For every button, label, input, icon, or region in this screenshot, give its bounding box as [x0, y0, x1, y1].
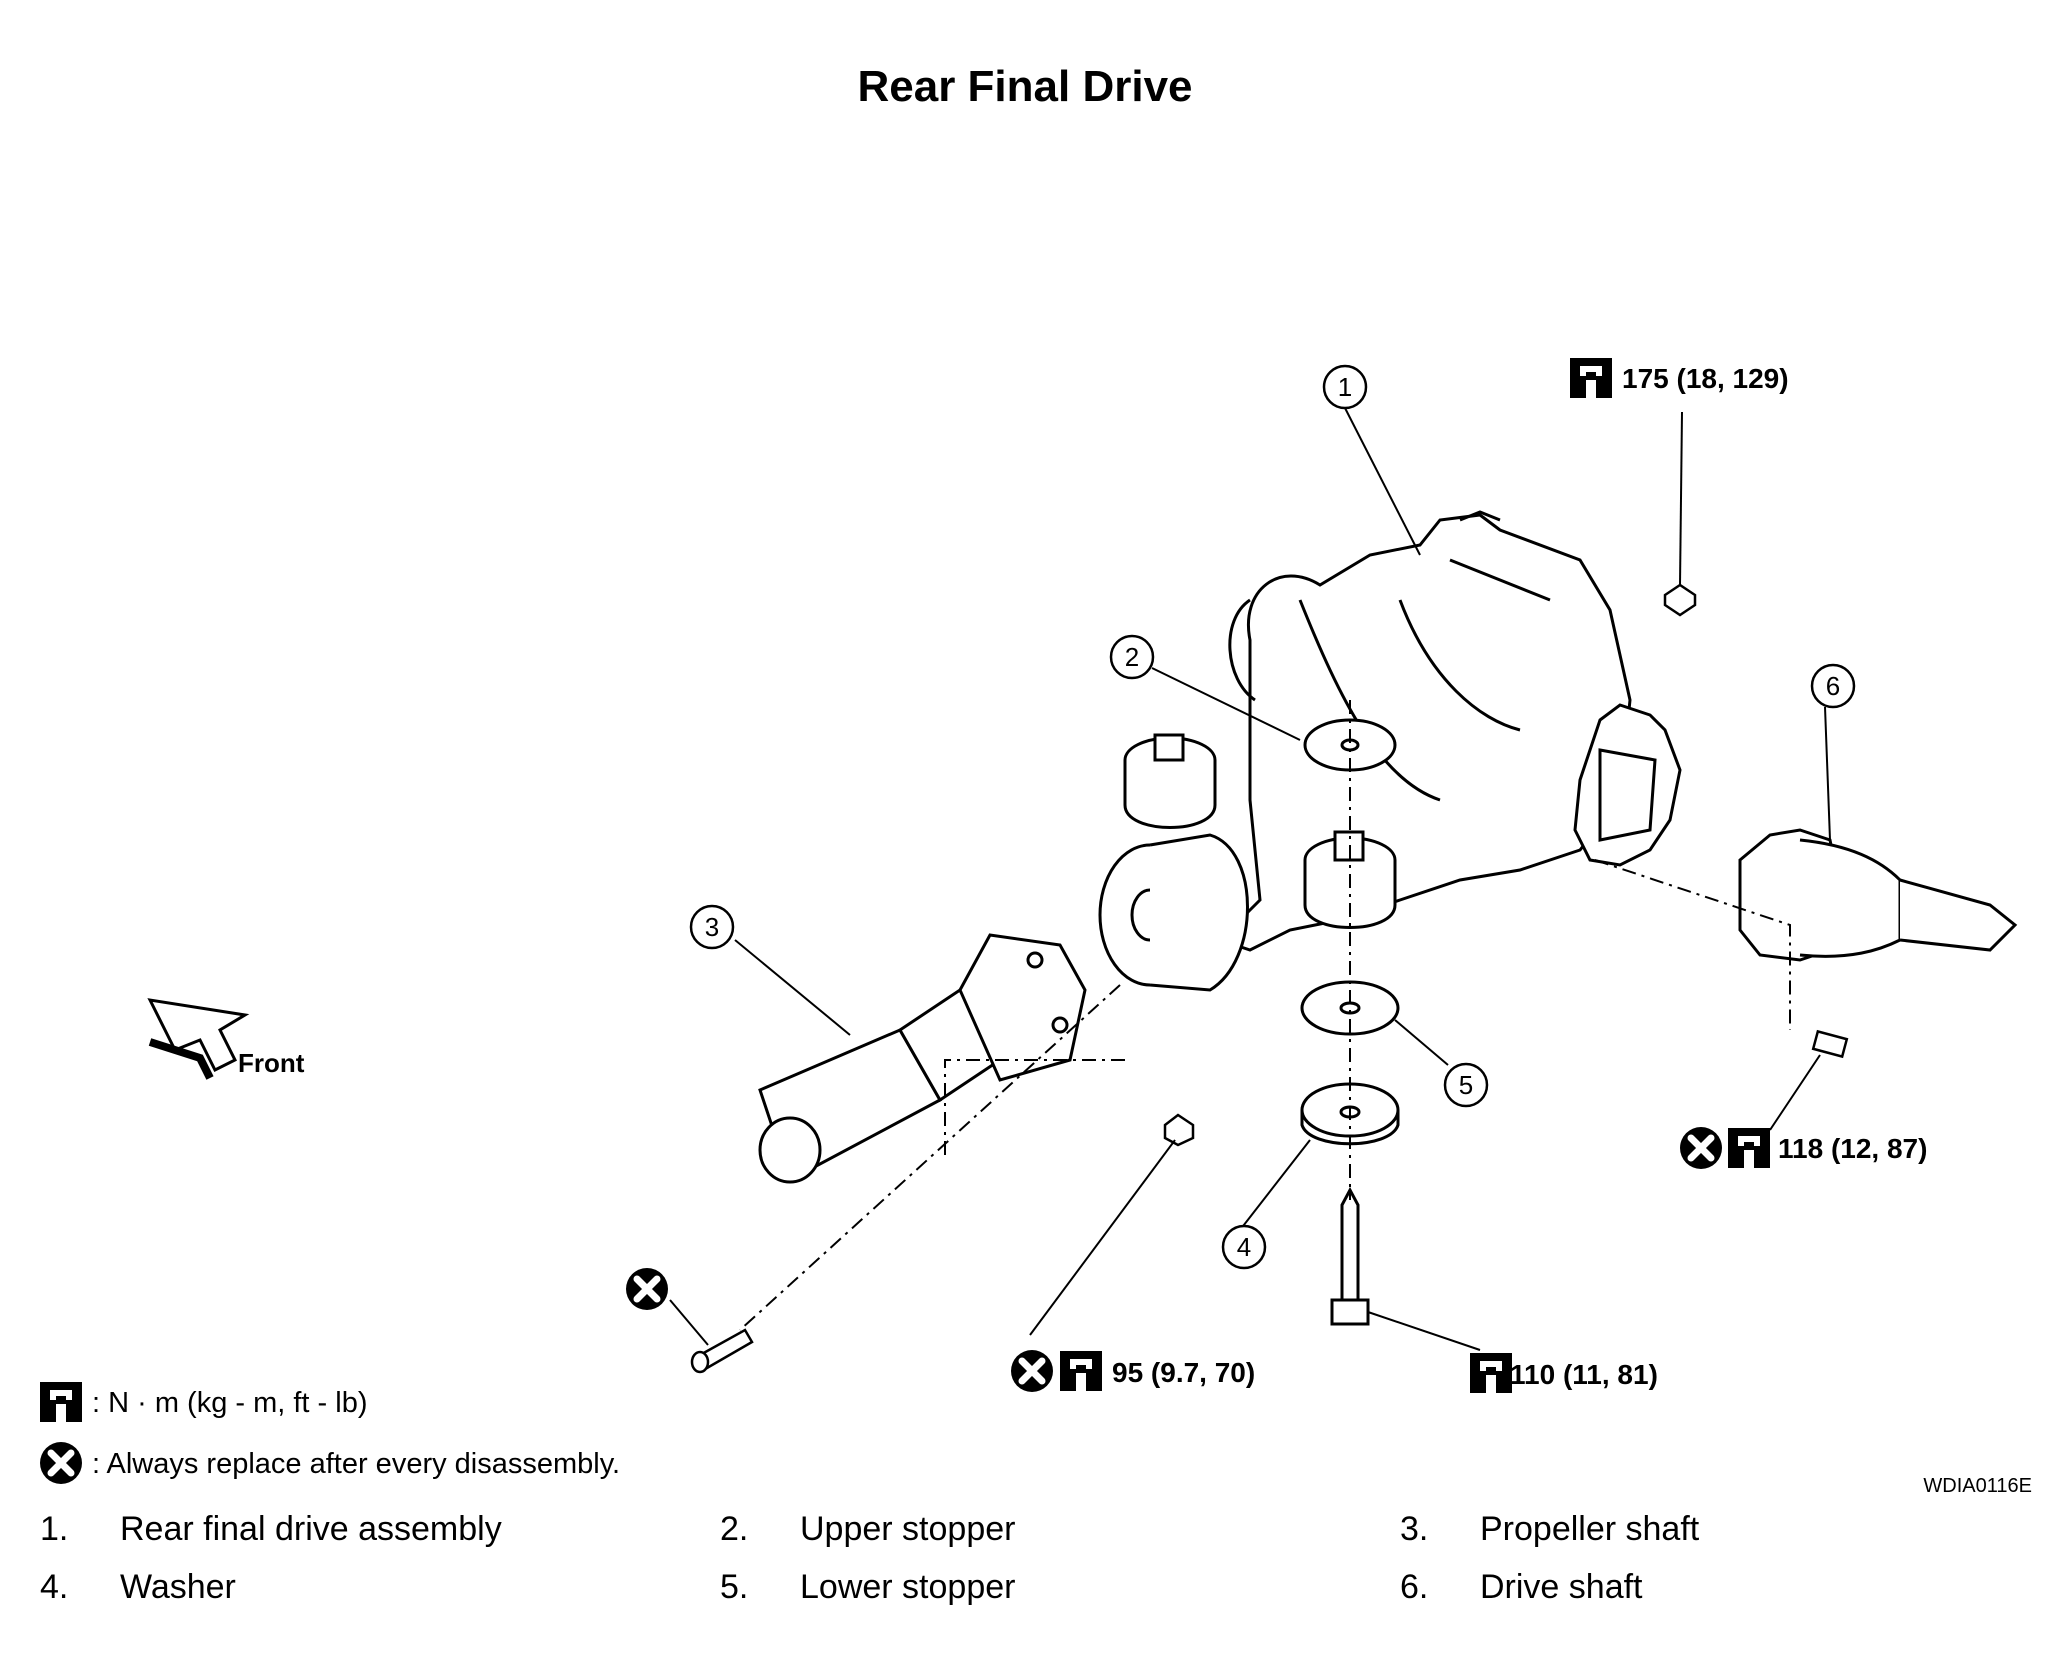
replace-x-icon — [40, 1442, 84, 1486]
assembly-lines — [739, 700, 1791, 1331]
front-arrow-icon — [147, 998, 250, 1080]
callout-4: 4 — [1237, 1232, 1251, 1262]
callout-5: 5 — [1459, 1070, 1473, 1100]
list-item: 4.Washer — [40, 1568, 236, 1606]
replace-x-icon — [1680, 1127, 1722, 1169]
side-flange — [1573, 703, 1682, 867]
replace-x-icon — [1011, 1350, 1053, 1392]
callout-circle-3 — [689, 904, 735, 950]
callout-circle-6 — [1810, 663, 1856, 709]
callout-circle-1 — [1322, 364, 1368, 410]
propeller-shaft — [758, 933, 1087, 1184]
list-item: 2.Upper stopper — [720, 1510, 1016, 1548]
torque-bottom-bolt: 110 (11, 81) — [1510, 1359, 1658, 1390]
callout-6: 6 — [1826, 671, 1840, 701]
mounting-bolt — [1330, 1186, 1370, 1326]
callout-3: 3 — [705, 912, 719, 942]
upper-stopper-left — [1123, 733, 1217, 829]
drawing-code: WDIA0116E — [1923, 1475, 2032, 1497]
legend-torque-text: : N · m (kg - m, ft - lb) — [92, 1386, 368, 1419]
torque-top-right: 175 (18, 129) — [1622, 363, 1789, 394]
torque-wrench-icon — [1570, 358, 1612, 398]
fasteners — [690, 583, 1849, 1374]
callout-2: 2 — [1125, 642, 1139, 672]
front-label: Front — [238, 1048, 305, 1078]
legend-torque: : N · m (kg - m, ft - lb) — [40, 1382, 368, 1424]
page-title: Rear Final Drive — [857, 62, 1193, 111]
torque-wrench-icon — [1470, 1353, 1512, 1393]
pinion-flange — [1098, 833, 1249, 992]
legend-replace-text: : Always replace after every disassembly… — [92, 1447, 621, 1480]
list-item: 5.Lower stopper — [720, 1568, 1016, 1606]
leader-lines — [669, 407, 1831, 1351]
list-item: 3.Propeller shaft — [1400, 1510, 1700, 1548]
list-item: 1.Rear final drive assembly — [40, 1510, 502, 1548]
torque-wrench-icon — [1060, 1351, 1102, 1391]
callout-circle-2 — [1109, 634, 1155, 680]
drive-shaft — [1738, 828, 2018, 962]
callout-circle-4 — [1221, 1224, 1267, 1270]
torque-bottom-middle: 95 (9.7, 70) — [1112, 1357, 1255, 1388]
callout-1: 1 — [1338, 372, 1352, 402]
callout-circle-5 — [1443, 1062, 1489, 1108]
torque-wrench-icon — [1728, 1128, 1770, 1168]
legend-replace: : Always replace after every disassembly… — [40, 1442, 620, 1486]
torque-wrench-icon — [40, 1382, 82, 1422]
replace-x-icon — [626, 1268, 668, 1310]
list-item: 6.Drive shaft — [1400, 1568, 1643, 1606]
torque-right: 118 (12, 87) — [1778, 1133, 1927, 1164]
